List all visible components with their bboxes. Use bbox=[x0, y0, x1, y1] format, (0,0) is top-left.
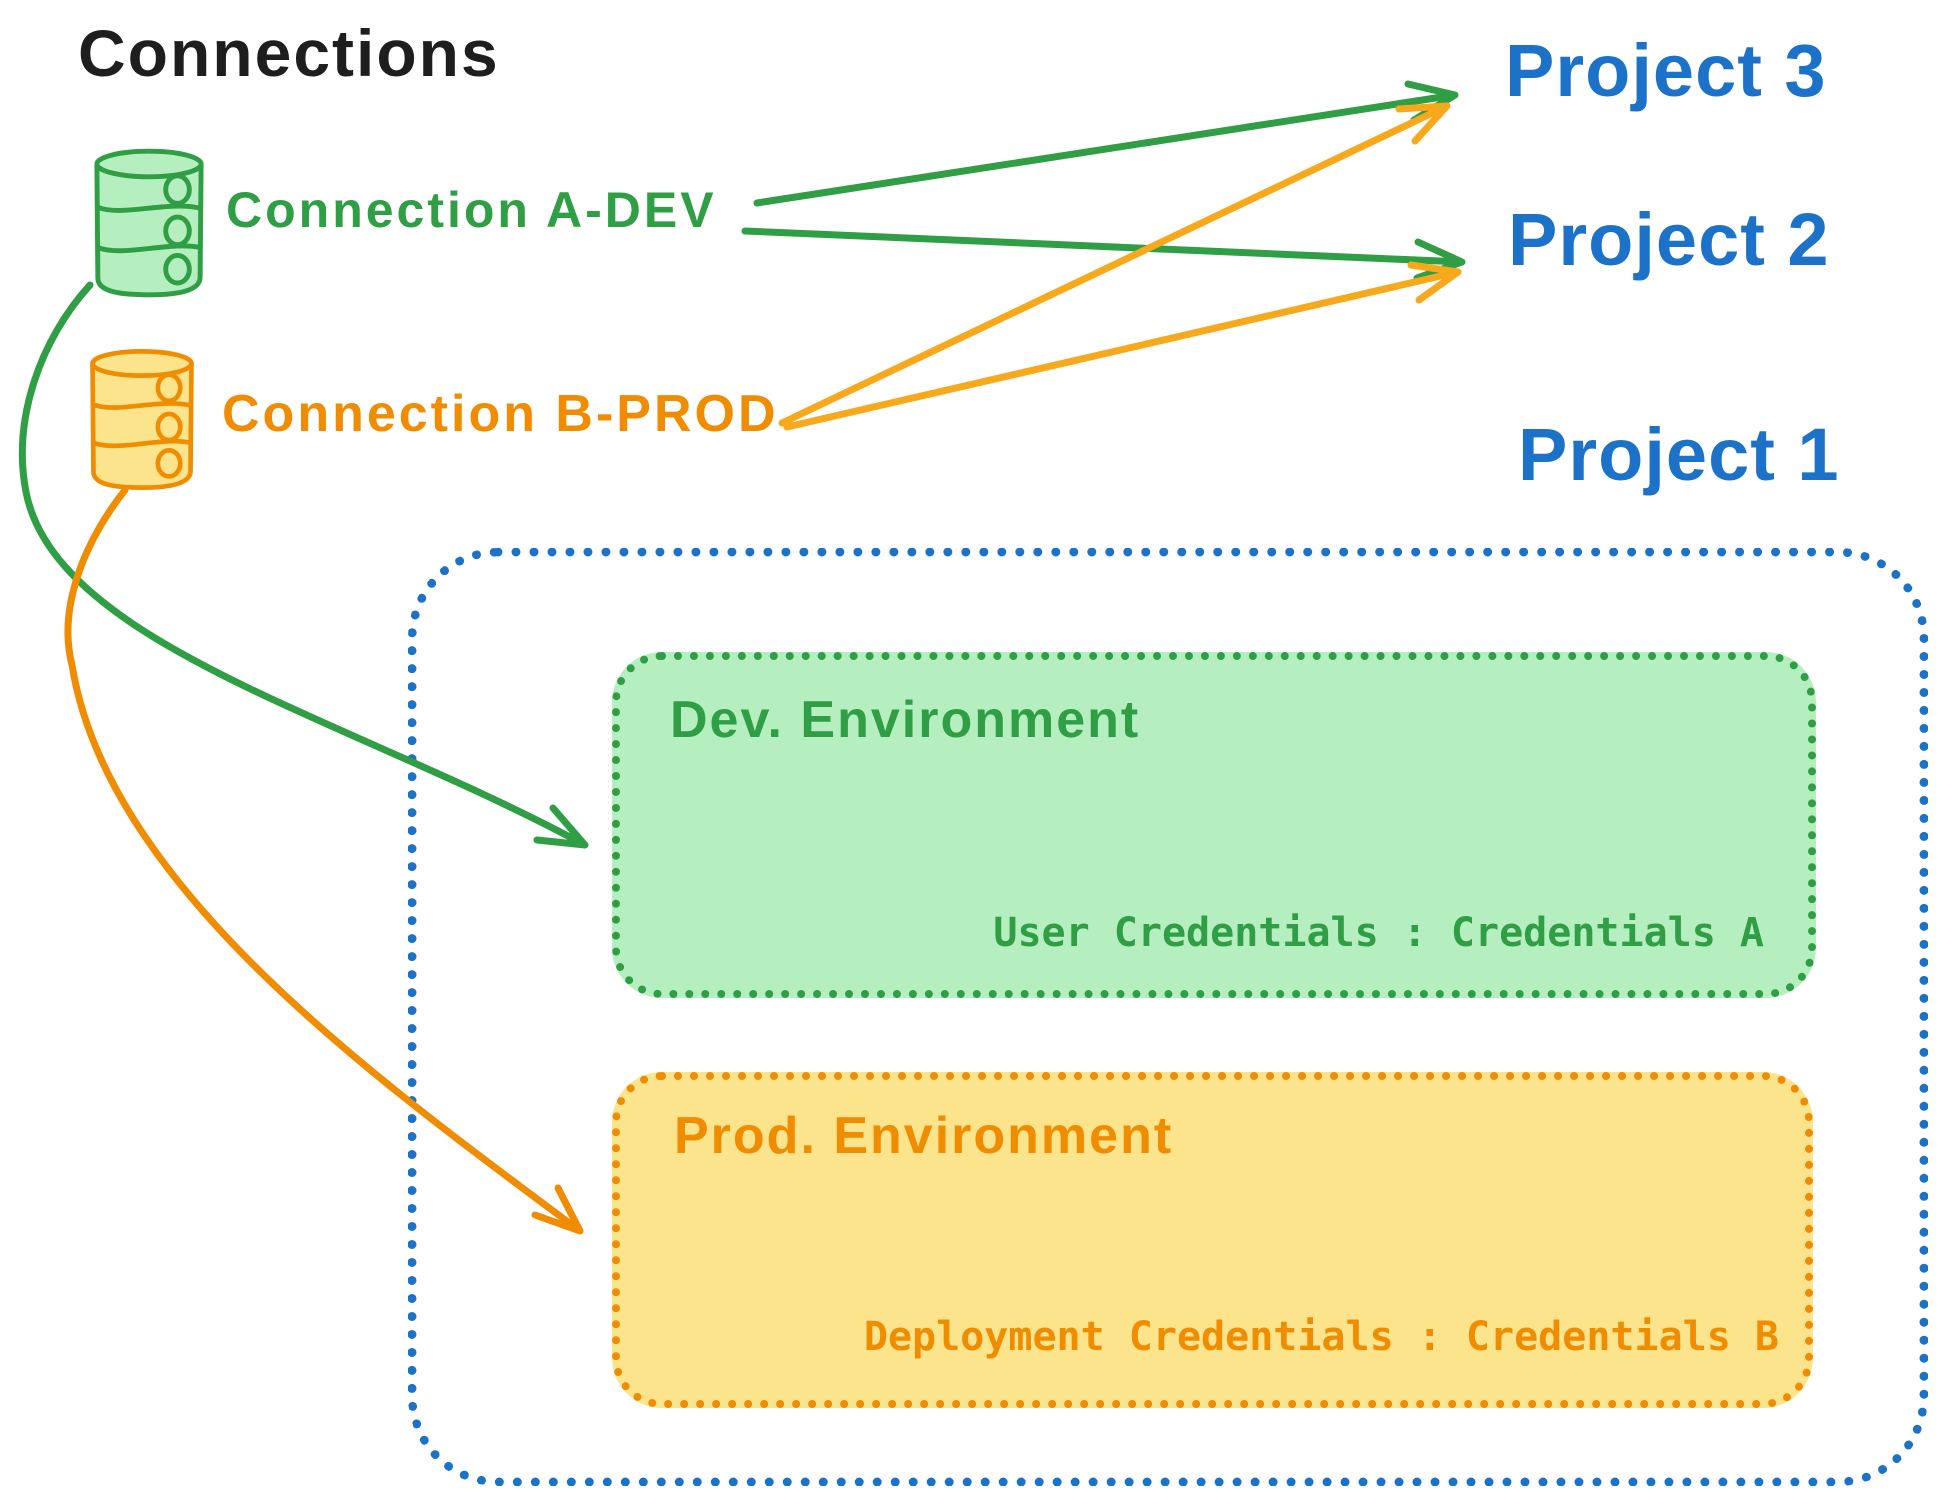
db-top bbox=[94, 148, 204, 180]
db-band-line bbox=[95, 243, 203, 254]
dev-environment-credentials: User Credentials : Credentials A bbox=[993, 910, 1764, 956]
db-dot bbox=[163, 173, 192, 206]
project-3-label: Project 3 bbox=[1505, 29, 1827, 112]
database-icon-dev bbox=[94, 148, 204, 298]
db-dot bbox=[163, 214, 192, 248]
diagram-title: Connections bbox=[78, 16, 500, 90]
db-top bbox=[90, 349, 194, 378]
arrow-b-prod-to-project2 bbox=[783, 261, 1462, 431]
prod-environment-credentials: Deployment Credentials : Credentials B bbox=[863, 1314, 1779, 1360]
database-icon-prod bbox=[90, 349, 194, 490]
dev-environment-title: Dev. Environment bbox=[670, 691, 1141, 749]
prod-environment-box: Prod. Environment Deployment Credentials… bbox=[612, 1072, 1813, 1408]
arrow-a-dev-to-project3 bbox=[753, 80, 1459, 207]
db-band-line bbox=[95, 203, 203, 213]
arrow-b-prod-to-project3 bbox=[778, 102, 1451, 427]
prod-environment-title: Prod. Environment bbox=[674, 1107, 1174, 1165]
project-2-label: Project 2 bbox=[1508, 198, 1830, 281]
connection-b-prod-label: Connection B-PROD bbox=[222, 385, 779, 443]
dev-environment-box: Dev. Environment User Credentials : Cred… bbox=[612, 652, 1816, 998]
connection-a-dev-label: Connection A-DEV bbox=[226, 182, 717, 238]
project-1-label: Project 1 bbox=[1518, 413, 1840, 496]
arrow-a-dev-to-project2 bbox=[741, 227, 1466, 282]
